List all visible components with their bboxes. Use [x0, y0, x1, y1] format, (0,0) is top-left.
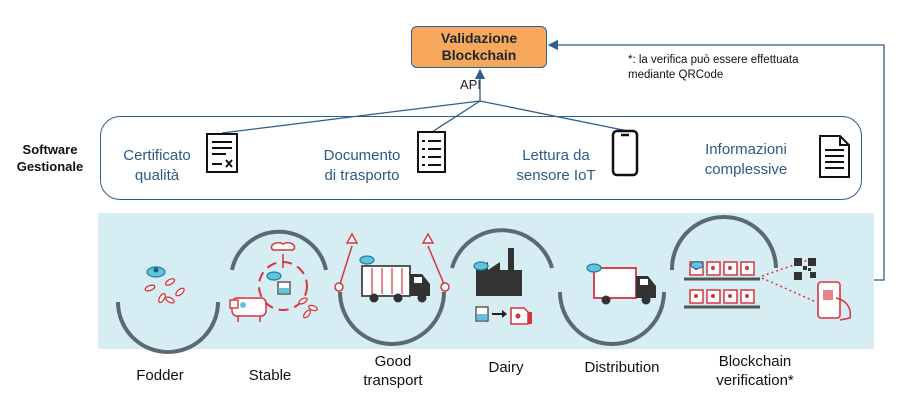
qr-feedback-line — [547, 39, 885, 281]
stage-line1: Distribution — [584, 359, 660, 376]
stage-arcs — [116, 215, 778, 354]
arc-fodder — [116, 301, 220, 354]
stage-line1: Fodder — [136, 367, 184, 384]
factory-icon — [473, 248, 532, 325]
certificate-icon — [206, 133, 238, 173]
delivery-truck-icon — [586, 263, 656, 305]
doc-label-certificate: Certificato qualità — [112, 146, 202, 186]
arc-stable-top — [230, 229, 328, 271]
fodder-icon — [144, 266, 185, 304]
stage-label-fodder: Fodder — [120, 366, 200, 385]
arc-distribution — [558, 291, 666, 346]
blockchain-line2: Blockchain — [441, 47, 517, 63]
doc-label-info: Informazioni complessive — [690, 140, 802, 180]
stage-label-distribution: Distribution — [572, 358, 672, 377]
api-connectors — [221, 68, 629, 134]
stage-line1: Stable — [248, 367, 292, 384]
doc-line2: sensore IoT — [516, 167, 596, 184]
doc-line1: Informazioni — [705, 141, 787, 158]
doc-label-iot: Lettura da sensore IoT — [504, 146, 608, 186]
stage-label-dairy: Dairy — [466, 358, 546, 377]
qr-scan-icon — [684, 257, 852, 321]
stage-label-blockchain: Blockchain verification* — [700, 352, 810, 390]
stage-line2: transport — [363, 372, 423, 389]
doc-line2: complessive — [704, 161, 788, 178]
doc-label-transport: Documento di trasporto — [310, 146, 414, 186]
checklist-icon — [417, 131, 446, 173]
note-line2: mediante QRCode — [628, 69, 724, 81]
blockchain-line1: Validazione — [440, 30, 518, 46]
api-label: API — [460, 77, 481, 92]
blockchain-validation-box: Validazione Blockchain — [411, 26, 547, 68]
stage-line1: Blockchain — [718, 353, 792, 370]
arc-blockchain-top — [669, 215, 778, 271]
qrcode-note: *: la verifica può essere effettuata med… — [628, 53, 798, 83]
doc-line1: Documento — [323, 147, 401, 164]
software-line1: Software — [22, 142, 78, 157]
doc-line2: qualità — [134, 167, 180, 184]
arc-dairy-top — [450, 228, 554, 269]
truck-icon — [334, 232, 450, 303]
software-label: Software Gestionale — [6, 141, 94, 175]
software-box — [100, 116, 862, 200]
stage-line1: Dairy — [488, 359, 524, 376]
note-line1: *: la verifica può essere effettuata — [628, 54, 799, 66]
smartphone-icon — [611, 129, 639, 177]
software-line2: Gestionale — [16, 159, 84, 174]
doc-line1: Lettura da — [522, 147, 590, 164]
cow-icon — [229, 241, 318, 322]
stage-label-transport: Good transport — [348, 352, 438, 390]
document-icon — [819, 135, 850, 178]
doc-line1: Certificato — [123, 147, 191, 164]
arc-transport — [338, 291, 446, 346]
stage-line2: verification* — [716, 372, 794, 389]
stage-label-stable: Stable — [230, 366, 310, 385]
doc-line2: di trasporto — [324, 167, 400, 184]
stage-line1: Good — [374, 353, 412, 370]
